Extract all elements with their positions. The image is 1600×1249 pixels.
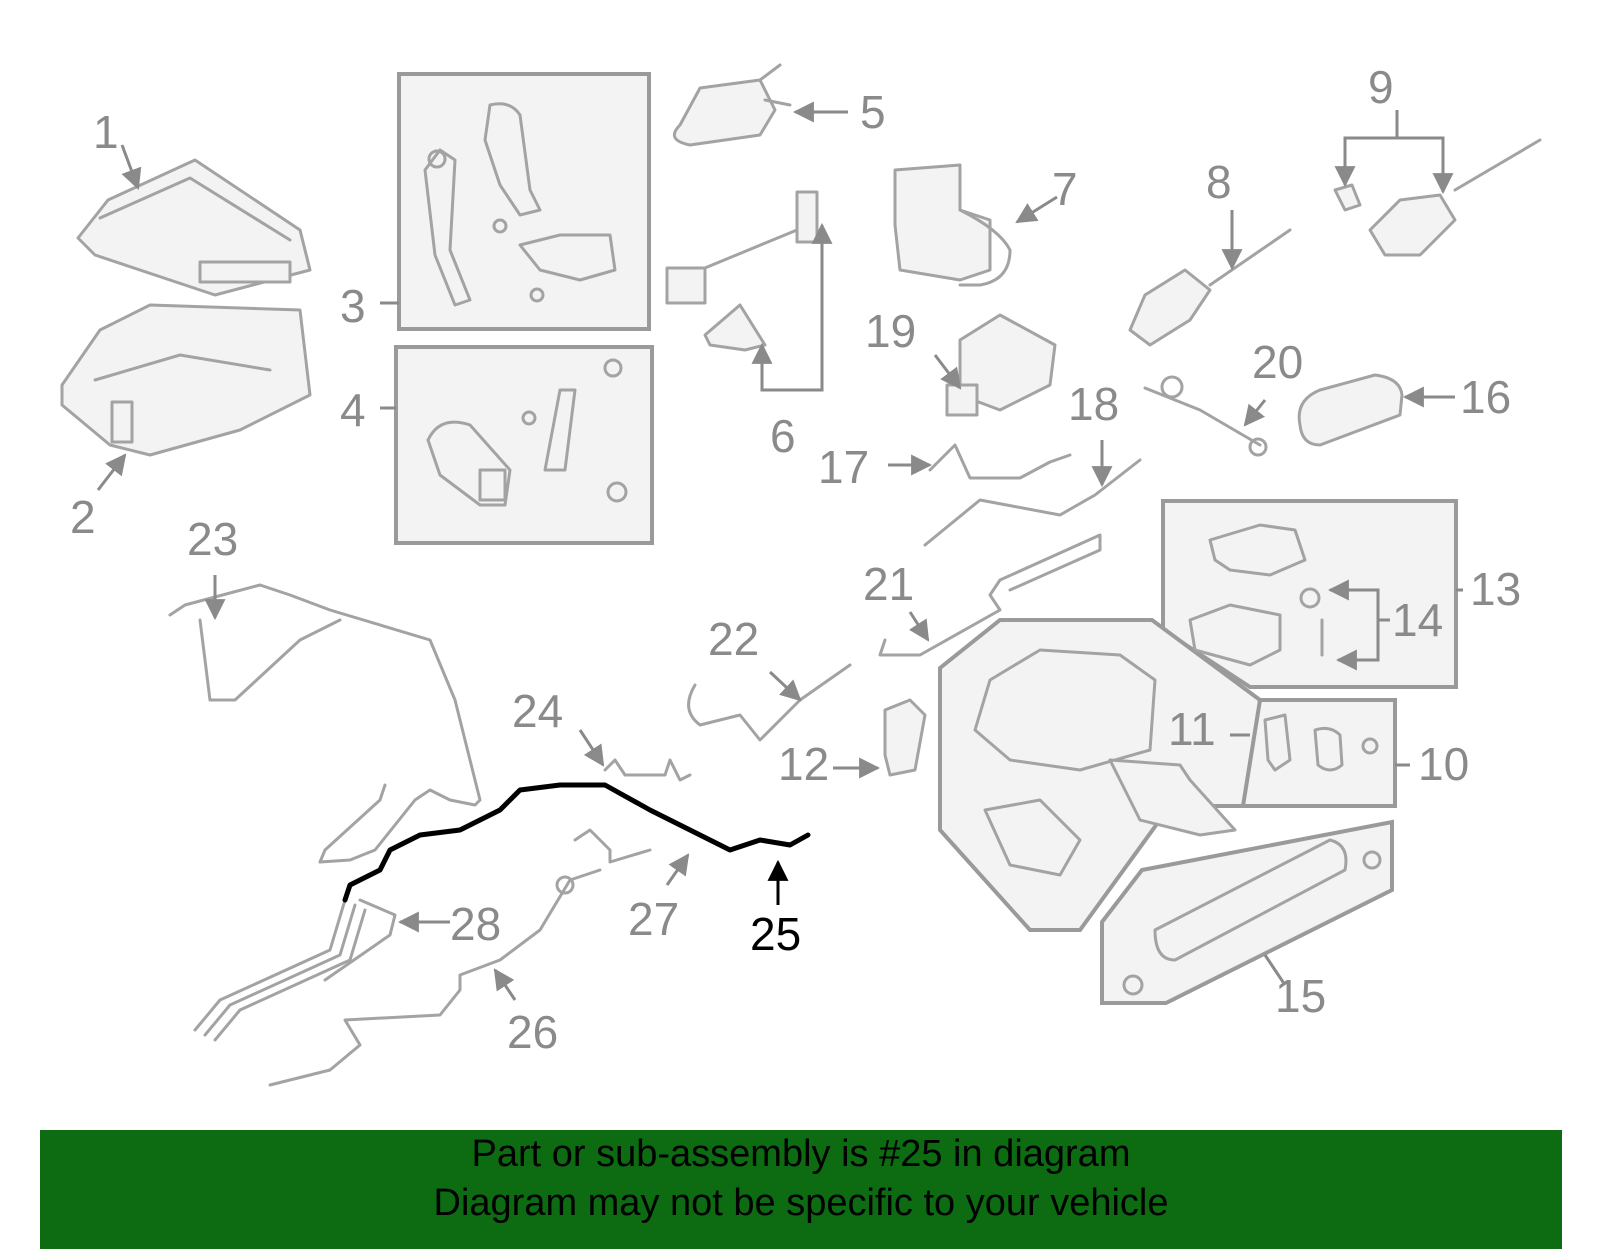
callout-9: 9: [1368, 61, 1394, 113]
part-26-line: [268, 868, 602, 1087]
part-23-branch: [198, 618, 342, 702]
callout-25: 25: [750, 908, 801, 960]
callout-16: 16: [1460, 371, 1511, 423]
callout-2: 2: [70, 491, 96, 543]
callout-5: 5: [860, 86, 886, 138]
part-7-valve-block: [893, 163, 1012, 287]
info-banner: Part or sub-assembly is #25 in diagram D…: [40, 1130, 1562, 1249]
callout-4: 4: [340, 384, 366, 436]
part-3-level-sensor-set: [423, 102, 617, 307]
part-12-bracket: [883, 698, 927, 777]
leader-lines: [96, 101, 1463, 1001]
part-2-mounting-tray: [60, 303, 312, 457]
part-27-line: [573, 828, 652, 864]
callout-11: 11: [1168, 703, 1216, 755]
part-15-reservoir: [1122, 838, 1382, 996]
banner-line-2: Diagram may not be specific to your vehi…: [433, 1182, 1169, 1224]
callout-27: 27: [628, 893, 679, 945]
callout-3: 3: [340, 280, 366, 332]
callout-24: 24: [512, 685, 563, 737]
callout-1: 1: [93, 106, 119, 158]
callout-22: 22: [708, 613, 759, 665]
part-13-relay-bracket: [1188, 523, 1324, 667]
part-1-control-module: [76, 158, 312, 297]
callout-15: 15: [1275, 970, 1326, 1022]
callout-28: 28: [450, 898, 501, 950]
callout-26: 26: [507, 1006, 558, 1058]
part-21-line: [878, 533, 1102, 657]
callout-20: 20: [1252, 336, 1303, 388]
part-4-level-sensor-set: [426, 358, 628, 507]
part-8-connector: [1128, 228, 1292, 347]
callout-7: 7: [1052, 163, 1078, 215]
callout-10: 10: [1418, 738, 1469, 790]
callout-6: 6: [770, 410, 796, 462]
callout-21: 21: [863, 558, 914, 610]
part-19-bracket: [945, 313, 1057, 417]
callout-13: 13: [1470, 563, 1521, 615]
part-20-sensor: [1143, 375, 1268, 457]
part-24-clip: [603, 758, 692, 782]
part-26-fitting: [555, 875, 575, 895]
part-17-line: [928, 443, 1072, 480]
banner-line-1: Part or sub-assembly is #25 in diagram: [471, 1133, 1131, 1175]
callout-23: 23: [187, 513, 238, 565]
callout-14: 14: [1392, 594, 1443, 646]
callout-17: 17: [818, 441, 869, 493]
part-16-filter: [1297, 373, 1404, 447]
part-25-line-highlighted: [342, 782, 811, 903]
part-23-line: [168, 583, 482, 864]
callout-19: 19: [865, 305, 916, 357]
part-9-connector-pair: [1333, 138, 1542, 257]
part-22-line: [687, 663, 852, 742]
callout-18: 18: [1068, 378, 1119, 430]
part-5-sensor-connector: [672, 63, 792, 147]
part-6-sensor-harness: [665, 190, 819, 352]
part-28-line-bundle: [193, 898, 397, 1042]
part-10-mount-set: [1263, 713, 1379, 772]
callout-8: 8: [1206, 156, 1232, 208]
callout-12: 12: [778, 738, 829, 790]
compressor-assembly: [973, 648, 1237, 877]
